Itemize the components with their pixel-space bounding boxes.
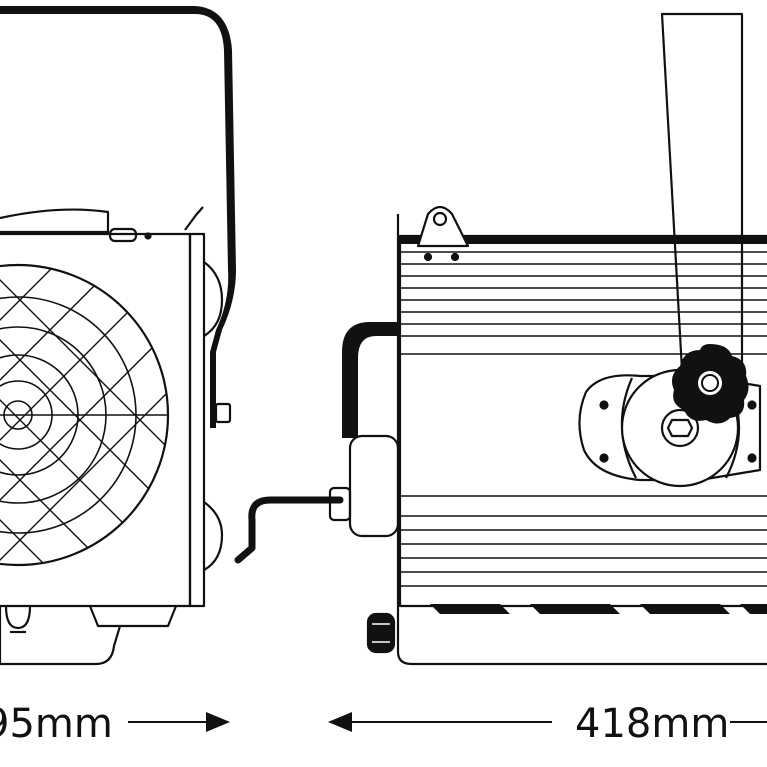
bottom-rail [396, 606, 767, 666]
front-housing-edge [188, 232, 206, 608]
front-width-label: 95mm [0, 701, 113, 747]
yoke-arm [660, 12, 744, 372]
top-dark-band [400, 236, 767, 244]
bottom-foot [88, 605, 178, 628]
side-length-label: 418mm [575, 701, 729, 747]
cable-gland [328, 486, 352, 522]
bottom-base [0, 606, 122, 666]
rear-handle [342, 322, 398, 438]
side-bump-upper [203, 261, 224, 337]
side-length-dimension: 418mm [328, 701, 767, 747]
focus-knob [366, 612, 396, 654]
bottom-stripes [430, 604, 767, 614]
front-width-dimension: 95mm [0, 701, 230, 747]
tilt-disc [578, 374, 762, 482]
top-cooling-fins [400, 251, 767, 355]
power-cable [234, 496, 344, 564]
front-view [0, 6, 236, 666]
top-cap [0, 208, 110, 234]
yoke-bracket [0, 6, 236, 428]
side-clip [184, 206, 204, 231]
rear-box [348, 434, 400, 538]
yoke-knob [214, 402, 232, 424]
bottom-cooling-fins [400, 495, 767, 587]
mounting-ear [416, 205, 470, 248]
bottom-knob [4, 605, 32, 630]
side-view [234, 12, 767, 666]
side-bump-lower [203, 501, 224, 571]
front-housing [0, 232, 192, 608]
